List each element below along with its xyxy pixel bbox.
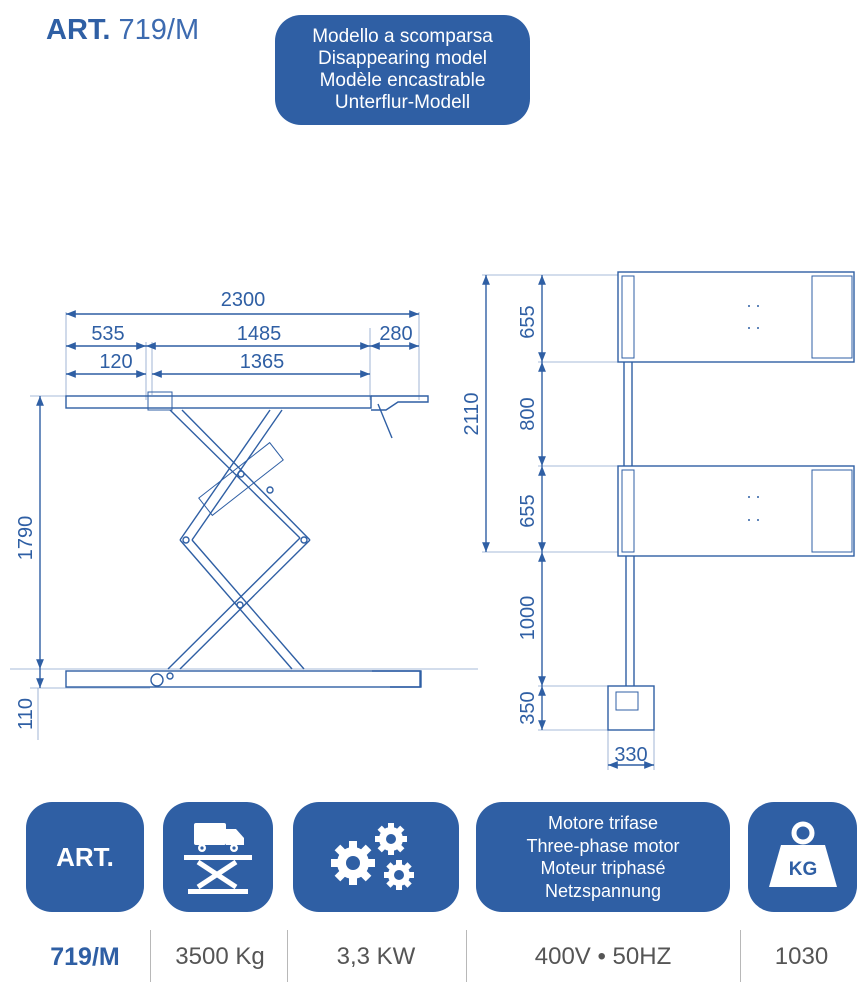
spec-art-number: 719/M <box>50 942 120 971</box>
divider <box>150 930 151 982</box>
dim-330: 330 <box>614 744 647 766</box>
dim-2110: 2110 <box>461 392 483 435</box>
model-line-it: Modello a scomparsa <box>312 26 493 47</box>
dim-110: 110 <box>15 698 37 730</box>
spec-weight: 1030 <box>774 943 829 970</box>
dim-535: 535 <box>91 323 124 345</box>
dim-800: 800 <box>517 397 539 430</box>
weight-kg-label: KG <box>788 859 817 880</box>
model-line-en: Disappearing model <box>318 48 487 69</box>
model-line-de: Unterflur-Modell <box>334 92 471 113</box>
page-title: ART. 719/M <box>46 12 199 48</box>
spec-voltage: 400V • 50HZ <box>534 943 672 970</box>
motor-line-en: Three-phase motor <box>526 835 680 856</box>
motor-tile: Motore trifase Three-phase motor Moteur … <box>476 802 730 912</box>
dim-655-upper: 655 <box>517 305 539 338</box>
gears-icon <box>293 802 459 912</box>
motor-line-de: Netzspannung <box>544 880 662 901</box>
model-type-badge: Modello a scomparsa Disappearing model M… <box>275 15 530 125</box>
dim-1790: 1790 <box>15 516 37 561</box>
motor-line-fr: Moteur triphasé <box>540 858 666 878</box>
motor-line-it: Motore trifase <box>547 813 659 833</box>
dim-350: 350 <box>517 691 539 724</box>
dim-120: 120 <box>99 351 132 373</box>
dim-1485: 1485 <box>237 323 282 345</box>
dim-1365: 1365 <box>240 351 285 373</box>
technical-drawing: 2300 535 1485 280 120 1365 1790 110 2110… <box>10 271 855 770</box>
model-line-fr: Modèle encastrable <box>319 70 486 91</box>
art-number: 719/M <box>118 14 200 46</box>
dim-655-lower: 655 <box>517 494 539 527</box>
dim-2300: 2300 <box>221 289 266 311</box>
top-view <box>482 271 855 770</box>
dim-1000: 1000 <box>517 596 539 641</box>
art-tile: ART. <box>26 802 144 912</box>
dim-280: 280 <box>379 323 412 345</box>
art-prefix: ART. <box>46 14 111 46</box>
weight-kg-icon: KG <box>748 802 857 912</box>
spec-power: 3,3 KW <box>336 943 416 970</box>
spec-capacity: 3500 Kg <box>175 943 265 970</box>
lift-truck-icon <box>163 802 273 912</box>
divider <box>740 930 741 982</box>
divider <box>466 930 467 982</box>
side-view <box>10 310 478 740</box>
art-tile-label: ART. <box>56 841 114 872</box>
divider <box>287 930 288 982</box>
